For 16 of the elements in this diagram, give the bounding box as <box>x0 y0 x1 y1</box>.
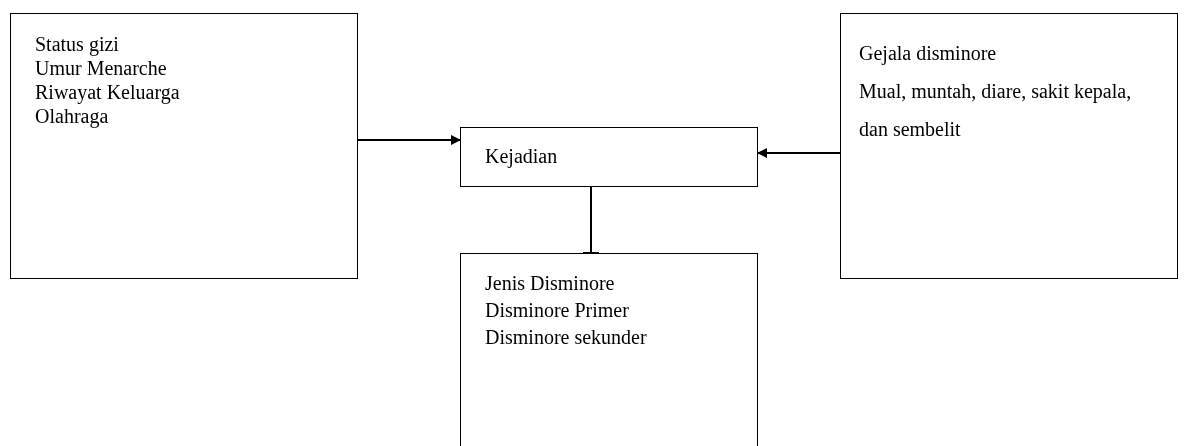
box-text: Mual, muntah, diare, sakit kepala, dan sembelit <box>859 79 1133 142</box>
box-text: Olahraga <box>35 104 110 128</box>
box-text: Jenis Disminore <box>485 271 616 296</box>
box-text: Disminore Primer <box>485 298 630 323</box>
text-box <box>460 127 758 187</box>
box-text: Gejala disminore <box>859 41 998 67</box>
text-box <box>460 253 758 446</box>
text-box <box>10 13 358 279</box>
box-text: Umur Menarche <box>35 56 168 80</box>
arrow <box>357 135 461 145</box>
box-text: Status gizi <box>35 32 120 56</box>
box-text: Kejadian <box>485 144 559 168</box>
box-text: Riwayat Keluarga <box>35 80 181 104</box>
box-text: Disminore sekunder <box>485 325 648 350</box>
text-box <box>840 13 1178 279</box>
arrow <box>757 148 841 158</box>
